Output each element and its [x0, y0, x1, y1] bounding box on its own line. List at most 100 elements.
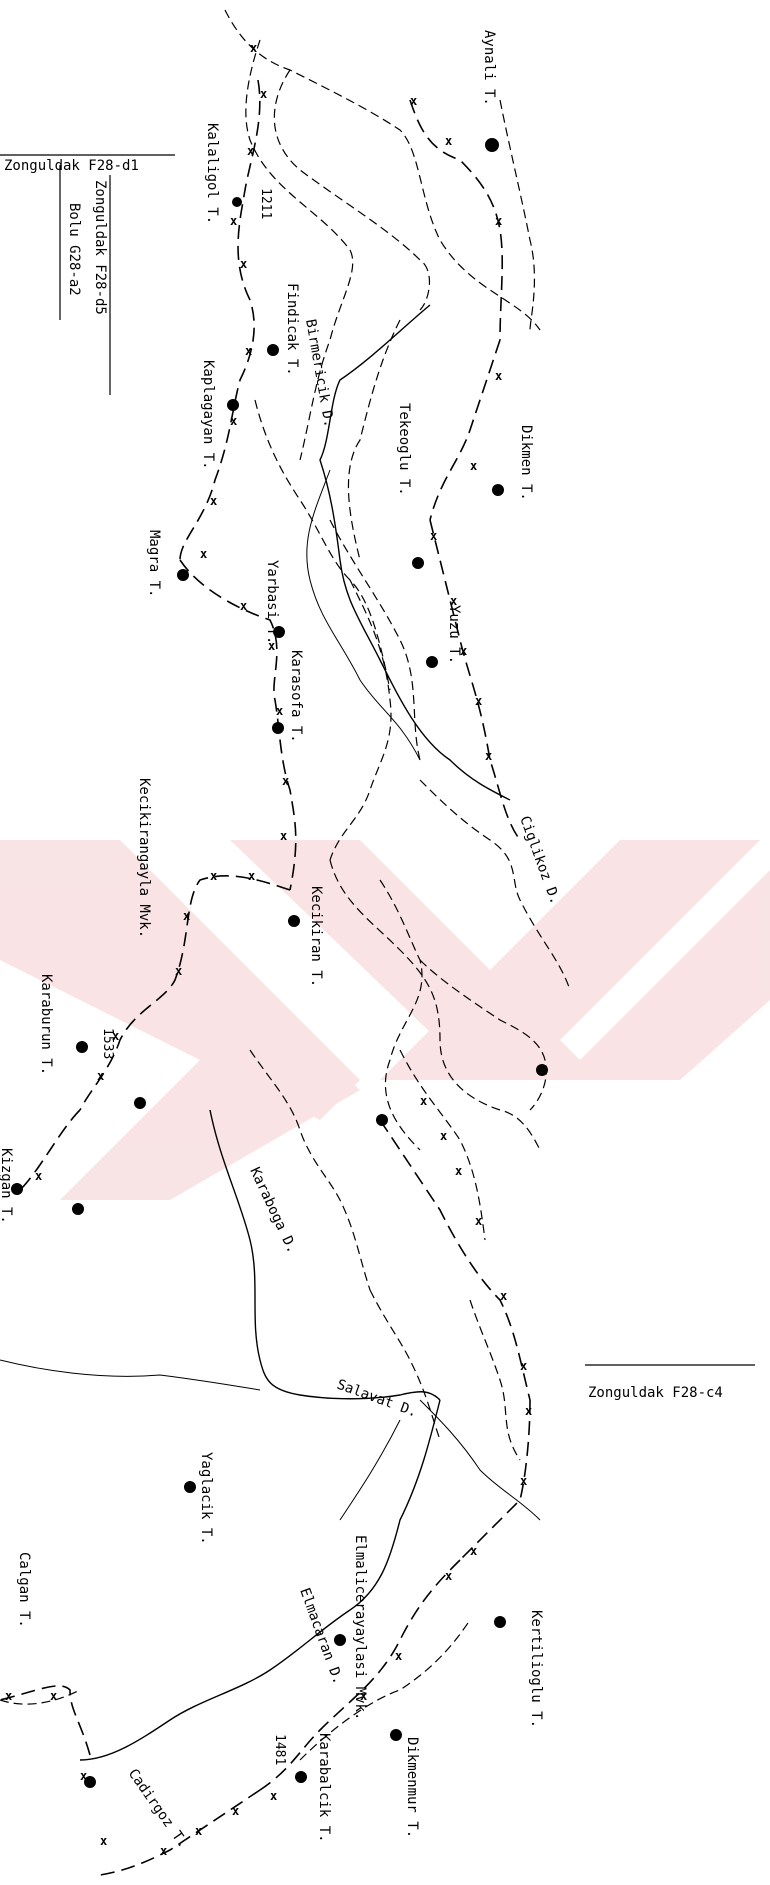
svg-text:x: x: [230, 414, 237, 428]
svg-text:x: x: [160, 1844, 167, 1858]
svg-text:x: x: [248, 869, 255, 883]
peak-label-dikmenmur: Dikmenmur T.: [404, 1737, 420, 1838]
peak-label-calgan: Calgan T.: [16, 1552, 32, 1628]
peak-label-kizgan: Kizgan T.: [0, 1148, 14, 1224]
svg-text:x: x: [495, 369, 502, 383]
circle-dot-icon: [536, 1064, 548, 1076]
sheet-label-f28-d1: Zonguldak F28-d1: [4, 158, 139, 174]
svg-text:x: x: [430, 529, 437, 543]
peak-label-kalaligol: Kalaligol T.: [204, 123, 220, 224]
svg-text:x: x: [250, 41, 257, 55]
circle-dot-icon: [492, 484, 504, 496]
svg-text:x: x: [280, 829, 287, 843]
circle-dot-icon: [390, 1729, 402, 1741]
circle-dot-icon: [494, 1616, 506, 1628]
peak-label-karasofa: Karasofa T.: [288, 650, 304, 743]
svg-text:x: x: [200, 547, 207, 561]
svg-text:x: x: [475, 1214, 482, 1228]
circle-dot-icon: [489, 142, 495, 148]
sheet-label-f28-d5: Zonguldak F28-d5: [92, 180, 108, 315]
svg-text:x: x: [440, 1129, 447, 1143]
peak-elevation-1481: 1481: [272, 1734, 287, 1765]
peak-label-kaplagayan: Kaplagayan T.: [200, 360, 216, 470]
circle-dot-icon: [426, 656, 438, 668]
sheet-boundaries: [0, 154, 755, 1366]
svg-text:x: x: [35, 1169, 42, 1183]
svg-text:x: x: [175, 964, 182, 978]
circle-dot-icon: [376, 1114, 388, 1126]
peak-label-yaglacik: Yaglacik T.: [198, 1452, 214, 1545]
boundary-line: [0, 79, 531, 1876]
peak-label-karabalcik: Karabalcik T.: [316, 1733, 332, 1843]
svg-text:x: x: [450, 594, 457, 608]
circle-dot-icon: [232, 197, 242, 207]
sheet-label-f28-c4: Zonguldak F28-c4: [588, 1385, 723, 1401]
peak-label-kecikiran: Kecikiran T.: [308, 886, 324, 987]
svg-text:x: x: [500, 1289, 507, 1303]
rivers: [0, 304, 541, 1761]
svg-text:x: x: [470, 1544, 477, 1558]
svg-text:x: x: [210, 869, 217, 883]
svg-text:x: x: [445, 1569, 452, 1583]
circle-dot-icon: [412, 557, 424, 569]
svg-text:x: x: [470, 459, 477, 473]
summit-markers: [11, 138, 548, 1788]
svg-text:x: x: [460, 644, 467, 658]
svg-text:x: x: [5, 1689, 12, 1703]
circle-dot-icon: [273, 626, 285, 638]
circle-dot-icon: [295, 1771, 307, 1783]
svg-text:x: x: [260, 87, 267, 101]
circle-dot-icon: [72, 1203, 84, 1215]
svg-text:x: x: [455, 1164, 462, 1178]
stream-label-karaboga: Karaboga D.: [246, 1165, 300, 1256]
svg-text:x: x: [195, 1824, 202, 1838]
peak-label-kertilioglu: Kertilioglu T.: [528, 1610, 544, 1728]
svg-text:x: x: [282, 774, 289, 788]
circle-dot-icon: [184, 1481, 196, 1493]
circle-dot-icon: [177, 569, 189, 581]
circle-dot-icon: [267, 344, 279, 356]
svg-text:x: x: [485, 749, 492, 763]
peak-label-cadirgoz: Cadirgoz T.: [125, 1766, 191, 1851]
svg-text:x: x: [240, 257, 247, 271]
peak-label-karaburun: Karaburun T.: [38, 974, 54, 1075]
svg-text:x: x: [112, 1029, 119, 1043]
svg-text:x: x: [230, 214, 237, 228]
circle-dot-icon: [11, 1183, 23, 1195]
svg-text:x: x: [268, 639, 275, 653]
circle-dot-icon: [334, 1634, 346, 1646]
peak-label-elmalicerayaylasi: Elmalicerayaylasi Mvk.: [352, 1535, 368, 1720]
svg-text:x: x: [525, 1404, 532, 1418]
svg-text:x: x: [475, 694, 482, 708]
circle-dot-icon: [272, 722, 284, 734]
circle-dot-icon: [288, 915, 300, 927]
svg-text:x: x: [232, 1804, 239, 1818]
svg-text:x: x: [520, 1474, 527, 1488]
svg-text:x: x: [245, 344, 252, 358]
svg-text:x: x: [210, 494, 217, 508]
boundary-markers: x x x x x x x x x x x x x x x x x x x x …: [5, 41, 532, 1858]
circle-dot-icon: [84, 1776, 96, 1788]
svg-text:x: x: [276, 704, 283, 718]
svg-text:x: x: [183, 909, 190, 923]
stream-label-ciglikoz: Ciglikoz D.: [516, 814, 563, 907]
circle-dot-icon: [227, 399, 239, 411]
sheet-label-g28-a2: Bolu G28-a2: [66, 203, 82, 296]
peak-elevation-1211: 1211: [258, 188, 273, 219]
peak-label-yarbasi: Yarbasi T.: [264, 560, 280, 644]
peak-label-findicak: Findicak T.: [284, 283, 300, 376]
svg-text:x: x: [97, 1069, 104, 1083]
svg-text:x: x: [445, 134, 452, 148]
svg-text:x: x: [395, 1649, 402, 1663]
peak-label-aynali: Aynali T.: [481, 30, 497, 106]
svg-text:x: x: [410, 94, 417, 108]
svg-text:x: x: [270, 1789, 277, 1803]
peak-label-magra: Magra T.: [146, 530, 162, 597]
svg-text:x: x: [420, 1094, 427, 1108]
svg-text:x: x: [240, 599, 247, 613]
peak-label-kecikirangayla: Kecikirangayla Mvk.: [136, 778, 152, 938]
svg-text:x: x: [247, 144, 254, 158]
svg-text:x: x: [360, 1689, 367, 1703]
circle-dot-icon: [134, 1097, 146, 1109]
